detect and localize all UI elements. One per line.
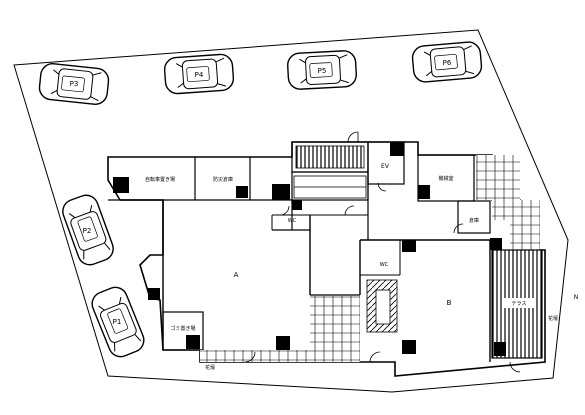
- machine-room-label: 機械室: [438, 175, 453, 182]
- columns: [113, 142, 506, 356]
- stairs: [293, 145, 398, 333]
- tile-areas: [200, 155, 540, 362]
- wc-right-label: WC: [380, 262, 389, 268]
- wc-left-label: WC: [288, 218, 297, 224]
- parking-label-p3: P3: [70, 80, 79, 88]
- bicycle-parking-label: 自転車置き場: [145, 176, 175, 183]
- parking-label-p6: P6: [443, 59, 452, 67]
- unit-b-label: B: [447, 299, 452, 307]
- ev-label: EV: [381, 163, 390, 170]
- unit-a-label: A: [234, 271, 239, 279]
- planter-bottom-label: 花壇: [205, 364, 215, 371]
- disaster-storage-label: 防災倉庫: [213, 176, 233, 183]
- planter-right-label: 花壇: [548, 315, 558, 322]
- parking-label-p5: P5: [318, 67, 327, 75]
- parking-label-p4: P4: [195, 71, 204, 79]
- garbage-storage-label: ゴミ置き場: [170, 325, 195, 332]
- building: [107, 141, 546, 377]
- north-mark: N: [574, 294, 579, 301]
- storage-label: 倉庫: [469, 217, 479, 224]
- site-boundary: [13, 29, 569, 393]
- parking-label-p2: P2: [83, 227, 92, 235]
- doors: [244, 131, 521, 373]
- terrace-label: テラス: [512, 301, 527, 307]
- parking-label-p1: P1: [113, 318, 122, 326]
